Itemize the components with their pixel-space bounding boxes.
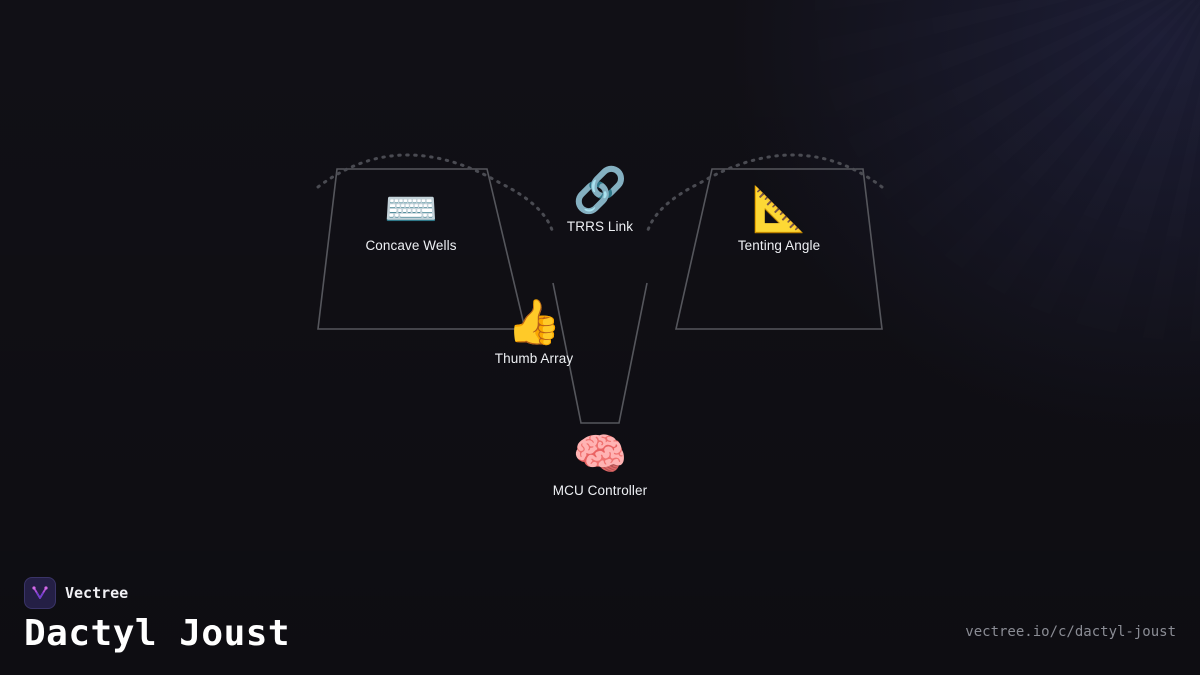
right-wing-outline	[675, 168, 883, 330]
node-mcu-controller: 🧠 MCU Controller	[520, 429, 680, 498]
thumbs-up-icon: 👍	[506, 298, 562, 347]
node-label: Tenting Angle	[737, 238, 821, 253]
link-icon: 🔗	[572, 166, 628, 215]
brain-icon: 🧠	[572, 430, 628, 479]
node-label: MCU Controller	[552, 483, 648, 498]
center-stem-outline	[552, 282, 648, 424]
vectree-logo-icon	[24, 577, 56, 609]
node-label: TRRS Link	[566, 219, 634, 234]
left-dotted-arc	[316, 153, 555, 235]
triangular-ruler-icon: 📐	[751, 185, 807, 234]
right-dotted-arc	[645, 153, 884, 235]
page-title: Dactyl Joust	[24, 613, 291, 654]
keyboard-icon: ⌨️	[383, 185, 439, 234]
brand-name: Vectree	[65, 584, 129, 602]
node-trrs-link: 🔗 TRRS Link	[520, 165, 680, 234]
node-label: Concave Wells	[365, 238, 457, 253]
node-label: Thumb Array	[494, 351, 574, 366]
node-tenting-angle: 📐 Tenting Angle	[699, 184, 859, 253]
node-concave-wells: ⌨️ Concave Wells	[331, 184, 491, 253]
left-wing-outline	[317, 168, 527, 330]
node-thumb-array: 👍 Thumb Array	[454, 297, 614, 366]
brand[interactable]: Vectree	[24, 577, 128, 609]
page-url-link[interactable]: vectree.io/c/dactyl-joust	[965, 624, 1176, 640]
